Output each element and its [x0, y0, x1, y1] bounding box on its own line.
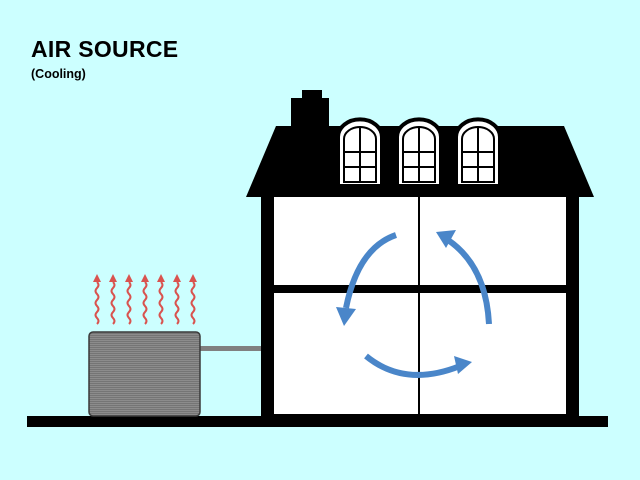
heat-wave-line: [126, 281, 132, 325]
house: [246, 90, 594, 418]
diagram-subtitle: (Cooling): [31, 67, 86, 81]
heat-wave-line: [190, 281, 196, 325]
chimney: [291, 98, 329, 128]
heat-wave-line: [94, 281, 100, 325]
refrigerant-pipe: [199, 346, 263, 351]
heat-wave-line: [158, 281, 164, 325]
heat-wave-arrowhead: [157, 274, 165, 282]
heat-wave-line: [142, 281, 148, 325]
circulation-arrowhead-bottom: [454, 356, 472, 374]
circulation-arrowhead-top-left: [336, 307, 356, 326]
heat-exhaust-icon: [93, 274, 197, 325]
heat-wave-arrowhead: [93, 274, 101, 282]
arched-window-icon: [336, 117, 384, 188]
heat-wave-arrowhead: [141, 274, 149, 282]
arched-window-icon: [454, 117, 502, 188]
heat-wave-arrowhead: [173, 274, 181, 282]
air-circulation-icon: [336, 230, 492, 378]
circulation-arrow-bottom: [364, 353, 462, 378]
heat-wave-arrowhead: [189, 274, 197, 282]
room-divider-upper: [418, 197, 420, 285]
circulation-arrow-top-right: [446, 237, 492, 325]
room-divider-lower: [418, 293, 420, 414]
heat-wave-arrowhead: [109, 274, 117, 282]
circulation-arrowhead-top-right: [436, 230, 456, 248]
heat-wave-arrowhead: [125, 274, 133, 282]
dormer-windows: [336, 117, 502, 188]
circulation-arrow-top-left: [343, 232, 398, 309]
outdoor-unit: [88, 331, 201, 417]
chimney-cap: [302, 90, 322, 100]
diagram-title: AIR SOURCE: [31, 36, 179, 62]
heat-wave-line: [174, 281, 180, 325]
ground-line: [27, 416, 608, 427]
arched-window-icon: [395, 117, 443, 188]
heat-wave-line: [110, 281, 116, 325]
